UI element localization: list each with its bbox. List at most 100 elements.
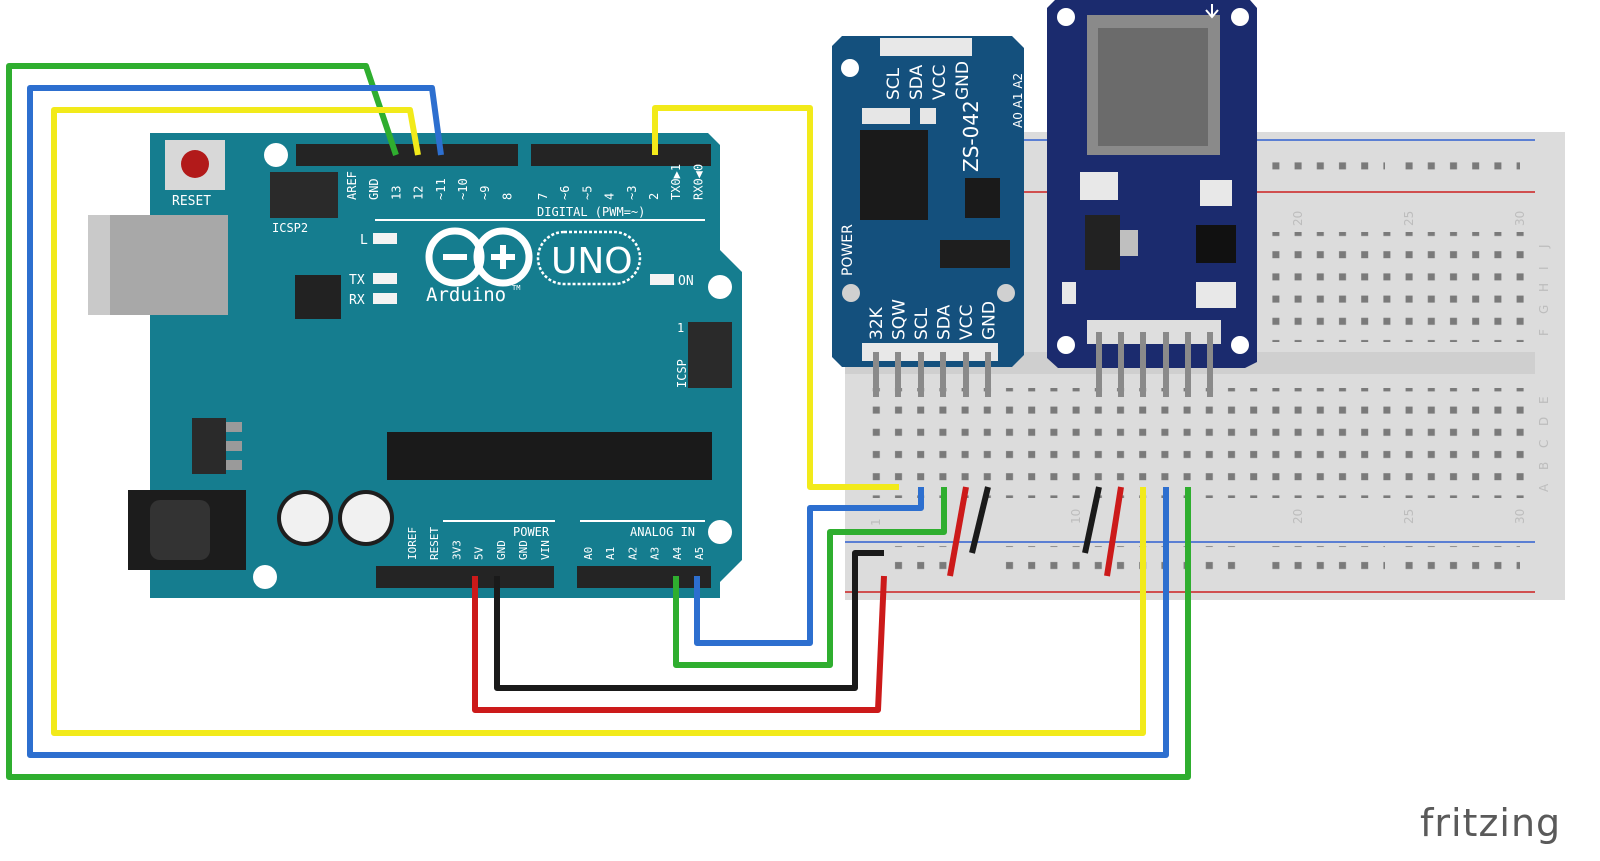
rail-holes-bottom-c — [1270, 546, 1385, 584]
logo-plus-v — [500, 245, 506, 269]
uno-label: UNO — [551, 241, 633, 282]
wire-blue-a5-to-rtc-scl — [694, 487, 924, 646]
logo-infinity-left — [425, 227, 485, 287]
row-letter-c: C — [1537, 440, 1551, 448]
rtc-power-label: POWER — [840, 224, 856, 276]
rail-holes-top-a — [1270, 148, 1385, 184]
sd-resistor-bottom — [1196, 282, 1236, 308]
wire-black-sd-gnd — [1082, 486, 1102, 554]
sd-mount-hole-tl — [1057, 8, 1075, 26]
terminal-holes-lower — [866, 388, 1536, 498]
row-letter-i: I — [1537, 266, 1551, 270]
wire-red-rtc-vcc — [947, 486, 969, 577]
analog-pin-label-2: A2 — [626, 547, 639, 560]
rtc-mount-hole-top — [841, 59, 859, 77]
usb-controller-chip — [295, 275, 341, 319]
top-pin-label-left-7: 8 — [500, 193, 514, 200]
led-tx — [373, 273, 397, 284]
ds3231-chip — [860, 130, 928, 220]
row-letter-j: J — [1537, 244, 1551, 249]
row-letter-f: F — [1537, 329, 1551, 336]
bb-col-20-bottom: 20 — [1291, 509, 1305, 524]
top-pin-label-right-6: TX0▶1 — [669, 164, 683, 200]
row-letter-d: D — [1537, 417, 1551, 426]
led-rx-label: RX — [349, 293, 365, 308]
analog-pin-label-1: A1 — [604, 547, 617, 560]
analog-pin-label-0: A0 — [582, 547, 595, 560]
rtc-model-label: ZS-042 — [959, 100, 983, 172]
top-pin-label-left-3: 12 — [412, 186, 426, 200]
sd-mount-hole-tr — [1231, 8, 1249, 26]
rtc-resistor — [920, 108, 936, 124]
rail-holes-bottom-d — [1400, 546, 1520, 584]
top-pin-label-right-7: RX0◀0 — [691, 164, 705, 200]
power-pin-label-3: 5V — [473, 546, 486, 560]
wire-yellow-pin2-to-rtc — [652, 105, 899, 490]
atmega-chip — [387, 432, 712, 480]
arduino-pcb — [150, 133, 742, 598]
rtc-top-header — [880, 38, 972, 56]
analog-pin-label-3: A3 — [649, 547, 662, 560]
wire-red-sd-vcc — [1104, 486, 1124, 577]
rtc-bottom-pin-label-2: SCL — [912, 307, 932, 340]
sd-header — [1087, 320, 1221, 344]
analog-label: ANALOG IN — [630, 525, 695, 539]
micro-sd-card-slot — [1098, 28, 1208, 146]
led-l-label: L — [360, 233, 368, 248]
reset-label: RESET — [172, 194, 211, 209]
bb-col-30-top: 30 — [1513, 211, 1527, 226]
power-pin-label-6: VIN — [539, 540, 552, 560]
rtc-bottom-pin-label-3: SDA — [935, 304, 955, 340]
bb-col-20-top: 20 — [1291, 211, 1305, 226]
icsp-header — [688, 322, 732, 388]
arduino-uno-board: RESET ICSP2 L TX RX ON — [88, 133, 742, 598]
power-pin-label-0: IOREF — [406, 527, 419, 560]
rtc-diode — [862, 108, 910, 124]
logo-infinity-right — [473, 227, 533, 287]
sd-mount-hole-bl — [1057, 336, 1075, 354]
rtc-mount-hole-bottom-right — [997, 284, 1015, 302]
reset-button-cap[interactable] — [181, 150, 209, 178]
top-pin-label-left-0: AREF — [345, 171, 359, 200]
rtc-top-pin-label-2: VCC — [930, 65, 950, 100]
bb-col-1: 1 — [869, 518, 883, 526]
led-rx — [373, 293, 397, 304]
rtc-bottom-header — [862, 343, 998, 361]
analog-header — [577, 566, 711, 588]
row-letters-right: J I H G F E D C B A — [1537, 244, 1551, 492]
regulator-tab-1 — [226, 422, 242, 432]
sd-capacitor — [1080, 172, 1118, 200]
sd-card-module — [1047, 0, 1257, 368]
power-pin-label-1: RESET — [428, 527, 441, 560]
rtc-top-pin-label-0: SCL — [884, 67, 904, 100]
top-pin-label-right-3: 4 — [603, 193, 617, 200]
rtc-mount-hole-bottom-left — [842, 284, 860, 302]
terminal-holes-upper — [1260, 232, 1535, 342]
capacitor-2-top — [342, 494, 390, 542]
arduino-label: Arduino — [426, 284, 506, 306]
sd-resistor-top — [1200, 180, 1232, 206]
capacitor-1-top — [281, 494, 329, 542]
module-legs — [873, 332, 1213, 397]
top-pin-label-right-1: ~6 — [558, 186, 572, 200]
fritzing-logo: fritzing — [1420, 801, 1561, 845]
mount-hole-bottom-left — [253, 565, 277, 589]
rtc-address-label: A0 A1 A2 — [1011, 73, 1025, 128]
top-pin-label-right-4: ~3 — [625, 186, 639, 200]
analog-pin-label-5: A5 — [693, 547, 706, 560]
rail-holes-bottom-b — [1005, 546, 1245, 584]
sd-regulator — [1085, 215, 1120, 270]
sd-insert-arrow-icon — [1205, 4, 1219, 19]
sd-led — [1062, 282, 1076, 304]
rtc-top-pin-label-3: GND — [953, 61, 973, 100]
wire-yellow-pin12-to-sd — [51, 107, 1146, 736]
led-l — [373, 233, 397, 244]
bb-col-30-bottom: 30 — [1513, 509, 1527, 524]
rail-holes-bottom-a — [890, 546, 950, 584]
bb-col-10: 10 — [1069, 509, 1083, 524]
